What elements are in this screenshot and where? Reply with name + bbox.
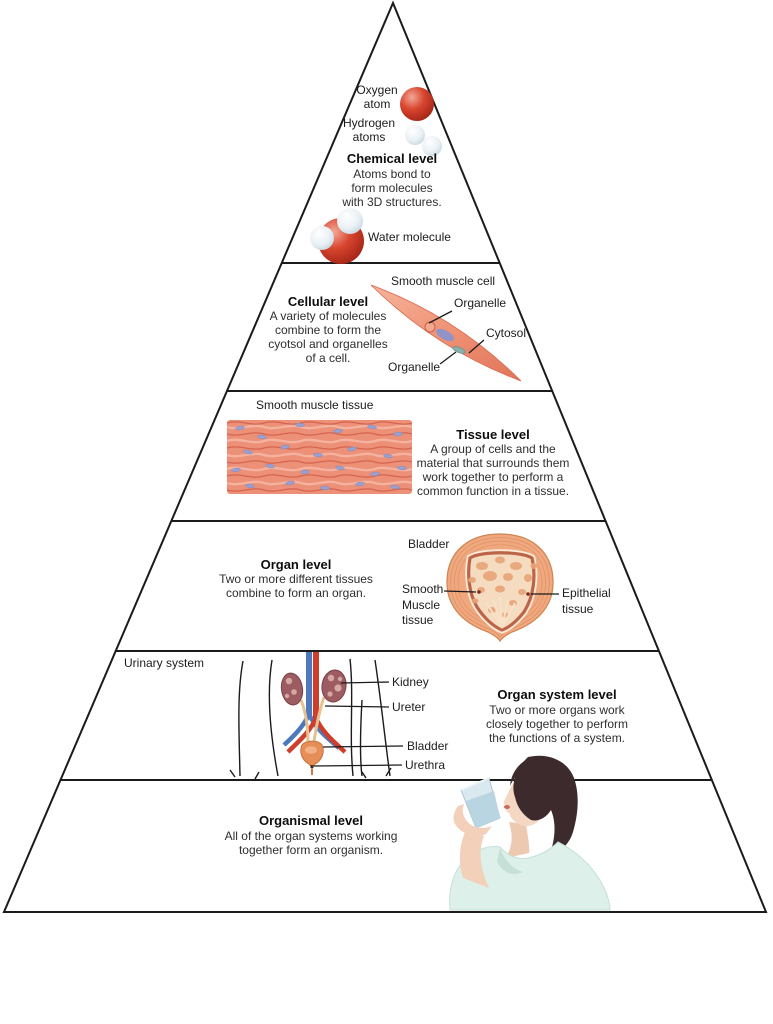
ureter-leader [324, 705, 390, 708]
organismal-level-description: All of the organ systems working togethe… [224, 829, 398, 858]
cellular-level-heading: Cellular level [287, 294, 369, 309]
hydrogen-atoms-label: Hydrogen atoms [342, 116, 396, 144]
urethra-label: Urethra [405, 758, 446, 772]
cell-organelle-round [424, 321, 436, 333]
woman-hair-fringe [510, 758, 533, 786]
smooth-muscle-cell-label: Smooth muscle cell [391, 274, 496, 288]
organ-level-heading: Organ level [260, 557, 332, 572]
oxygen-atom-sphere [400, 87, 434, 121]
kidneys [280, 669, 347, 706]
woman-neck [506, 822, 530, 858]
woman-arm [459, 830, 489, 888]
hydrogen-atom-sphere [422, 136, 442, 156]
oxygen-atom-label: Oxygen atom [356, 83, 398, 111]
urinary-system-label: Urinary system [124, 656, 205, 670]
epithelial-pointer-dot [526, 592, 530, 596]
leader-lines [313, 310, 559, 767]
epithelial-tissue-callout: Epithelial tissue [562, 586, 611, 616]
glass-rim-highlight [460, 777, 490, 791]
bladder-label: Bladder [408, 537, 450, 551]
tissue-nuclei [231, 422, 407, 491]
organelle-top-label: Organelle [454, 296, 507, 310]
smooth-muscle-pointer-dot [477, 590, 481, 594]
woman-shirt-neckline [497, 848, 523, 874]
woman-hand [453, 804, 492, 836]
organ-level-description: Two or more different tissues combine to… [219, 572, 373, 601]
hydrogen-atom-sphere [405, 125, 425, 145]
cellular-level-description: A variety of molecules combine to form t… [268, 309, 388, 366]
bladder-system-label: Bladder [407, 739, 449, 753]
organelle-top-leader [428, 310, 453, 324]
organelle-bottom-leader [439, 351, 457, 365]
organ-system-level-heading: Organ system level [497, 687, 617, 702]
organismal-level-heading: Organismal level [258, 813, 364, 828]
pyramid-outline [2, 0, 768, 913]
organ-system-level-description: Two or more organs work closely together… [485, 703, 629, 746]
urinary-bladder [300, 740, 324, 775]
smooth-muscle-tissue-label: Smooth muscle tissue [256, 398, 374, 412]
smooth-muscle-tissue-callout: Smooth Muscle tissue [402, 582, 444, 628]
glass-water [466, 791, 500, 828]
cytosol-label: Cytosol [486, 326, 527, 340]
bladder-mucosa-spots [468, 556, 538, 618]
urethra-leader [313, 764, 403, 767]
bladder-organ-illustration [446, 533, 554, 643]
woman-mouth [504, 805, 510, 809]
woman-hair [513, 755, 578, 856]
smooth-muscle-leader [443, 590, 477, 593]
chemical-level-heading: Chemical level [346, 151, 438, 166]
water-molecule-illustration [310, 208, 364, 264]
smooth-muscle-cell-illustration [370, 284, 522, 382]
torso-contours [229, 658, 392, 780]
water-molecule-label: Water molecule [368, 230, 451, 244]
kidney-label: Kidney [392, 675, 429, 689]
urinary-system-illustration [229, 652, 392, 780]
bladder-leader [322, 745, 404, 748]
smooth-muscle-tissue-illustration [227, 420, 412, 494]
pyramid-triangle [2, 0, 768, 913]
organelle-bottom-label: Organelle [388, 360, 441, 374]
tissue-level-description: A group of cells and the material that s… [416, 442, 570, 499]
cytosol-leader [468, 339, 485, 354]
woman-drinking-illustration [449, 755, 611, 911]
kidney-leader [340, 681, 390, 684]
chemical-level-description: Atoms bond to form molecules with 3D str… [342, 167, 442, 210]
bladder-bottom-folds [485, 596, 516, 629]
cell-nucleus [435, 328, 455, 342]
tissue-level-heading: Tissue level [456, 427, 530, 442]
ureter-label: Ureter [392, 700, 426, 714]
ureters [299, 696, 326, 744]
chemical-level-illustration [310, 87, 442, 264]
cell-organelle-mito [452, 346, 466, 354]
